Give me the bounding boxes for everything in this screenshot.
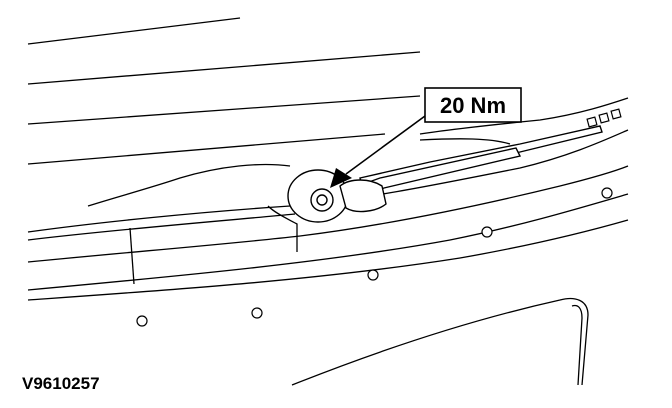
upper-trim-line <box>419 97 629 135</box>
fastener <box>251 307 263 319</box>
fastener <box>136 315 148 327</box>
seal-crest-line <box>87 163 291 207</box>
fastener <box>481 226 493 238</box>
tailgate-body <box>27 97 629 386</box>
body-line-mid <box>27 165 629 263</box>
reflection-line-1 <box>27 17 241 45</box>
leader-arrowhead <box>330 168 352 188</box>
glass-edge-line <box>419 138 511 145</box>
panel-seam-left <box>129 227 135 285</box>
lamp-segment <box>610 108 622 120</box>
panel-seam-center <box>267 205 298 252</box>
arm-head-cover <box>339 179 387 213</box>
fastener <box>367 269 379 281</box>
retaining-nut-thread <box>316 194 328 206</box>
reflection-line-2 <box>27 51 421 85</box>
body-line-bottom <box>27 219 629 301</box>
fastener <box>601 187 613 199</box>
glass-reflection-lines <box>27 17 421 165</box>
reflection-line-3 <box>27 95 421 125</box>
torque-callout: 20 Nm <box>330 87 522 188</box>
lamp-segment <box>598 112 610 124</box>
brake-lamp <box>586 108 622 128</box>
license-recess <box>291 297 589 386</box>
upper-body-line <box>27 213 296 241</box>
torque-value: 20 Nm <box>440 93 506 118</box>
lamp-segment <box>586 116 598 128</box>
body-fasteners <box>136 187 613 327</box>
callout-box <box>424 87 522 123</box>
reflection-line-4 <box>27 133 386 165</box>
body-line-lower <box>27 193 629 291</box>
license-recess-inner <box>571 304 583 386</box>
figure-id: V9610257 <box>22 374 100 393</box>
leader-line <box>345 115 426 175</box>
